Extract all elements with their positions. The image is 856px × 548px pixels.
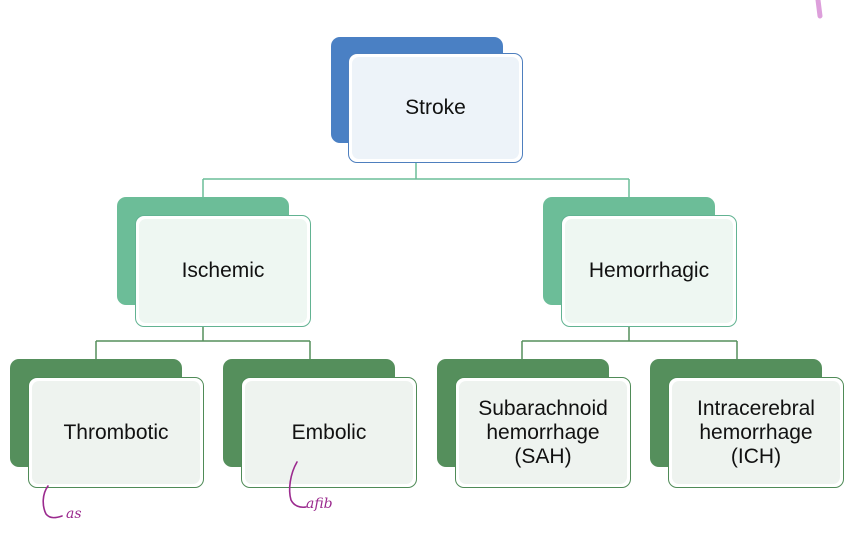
node-thrombotic: Thrombotic <box>10 359 204 488</box>
annotation-embolic: afib <box>306 496 333 512</box>
node-sah: Subarachnoid hemorrhage (SAH) <box>437 359 631 488</box>
node-hemorrhagic: Hemorrhagic <box>543 197 737 327</box>
node-sah-label: Subarachnoid hemorrhage (SAH) <box>459 381 627 484</box>
connector-ischemic-to-subtypes <box>95 326 311 359</box>
node-ich-label: Intracerebral hemorrhage (ICH) <box>672 381 840 484</box>
node-ischemic: Ischemic <box>117 197 311 327</box>
node-stroke: Stroke <box>331 37 523 163</box>
ink-hook-embolic <box>288 461 307 509</box>
node-embolic: Embolic <box>223 359 417 488</box>
node-ich: Intracerebral hemorrhage (ICH) <box>650 359 844 488</box>
connector-stroke-to-types <box>202 163 630 197</box>
node-thrombotic-label: Thrombotic <box>32 381 200 484</box>
ink-mark-corner <box>815 0 823 19</box>
node-hemorrhagic-label: Hemorrhagic <box>565 219 733 323</box>
ink-hook-thrombotic <box>42 485 63 519</box>
connector-hemorrhagic-to-subtypes <box>521 326 738 359</box>
annotation-thrombotic: as <box>66 506 82 522</box>
node-embolic-label: Embolic <box>245 381 413 484</box>
node-ischemic-label: Ischemic <box>139 219 307 323</box>
node-stroke-label: Stroke <box>352 57 519 159</box>
